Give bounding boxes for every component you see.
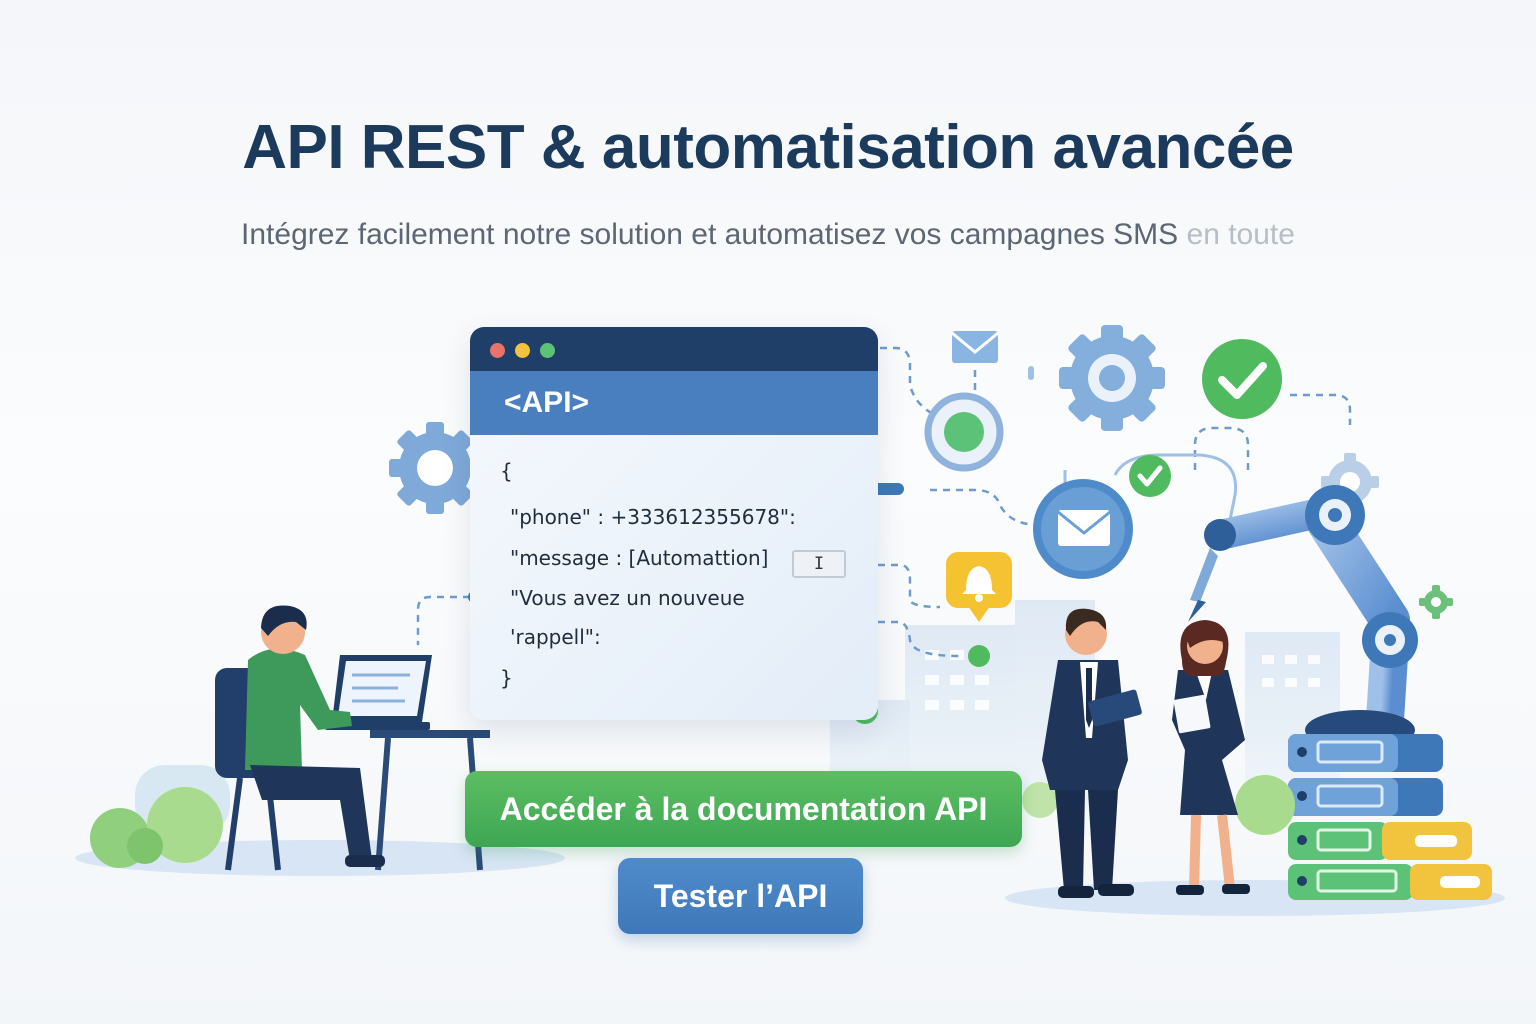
page-title: API REST & automatisation avancée [242,113,1294,182]
code-line: } [500,666,513,690]
test-api-button[interactable]: Tester l’API [618,858,863,934]
api-documentation-button[interactable]: Accéder à la documentation API [465,771,1022,847]
window-titlebar [470,327,878,371]
code-line: { [500,459,513,483]
bushes-left [90,765,230,868]
check-icon [1202,339,1282,419]
robot-arm-icon [1188,485,1418,750]
check-icon [1129,455,1171,497]
code-line: "Vous avez un nouveue [510,586,745,610]
laptop-icon [325,655,432,730]
bell-icon [946,552,1012,622]
connector-tick [1028,366,1034,380]
code-line: "phone" : +333612355678": [510,505,796,529]
window-minimize-dot [515,343,530,358]
bushes-right [1022,775,1295,835]
text-cursor-icon: I [792,550,846,578]
developer-at-desk [215,605,490,871]
api-window-header: <API> [470,371,878,435]
page-subtitle: Intégrez facilement notre solution et au… [0,218,1536,252]
code-line: 'rappell": [510,625,601,649]
gear-icon [1059,325,1165,431]
gear-icon [389,422,481,514]
businesswoman [1172,620,1250,895]
businessman [1042,608,1142,898]
window-maximize-dot [540,343,555,358]
window-close-dot [490,343,505,358]
code-line: "message : [Automattion] [510,546,769,570]
gear-icon [1419,585,1453,619]
status-ring-icon [924,392,1004,472]
mail-icon [1033,479,1133,579]
subtitle-fade-text: en toute [1178,218,1295,251]
subtitle-text: Intégrez facilement notre solution et au… [241,218,1179,251]
api-code-window: <API> { "phone" : +333612355678": "messa… [470,327,878,720]
check-icon [968,645,990,667]
mail-icon [951,331,999,363]
server-stack-icon [1288,734,1492,900]
flow-connectors [416,346,1352,658]
